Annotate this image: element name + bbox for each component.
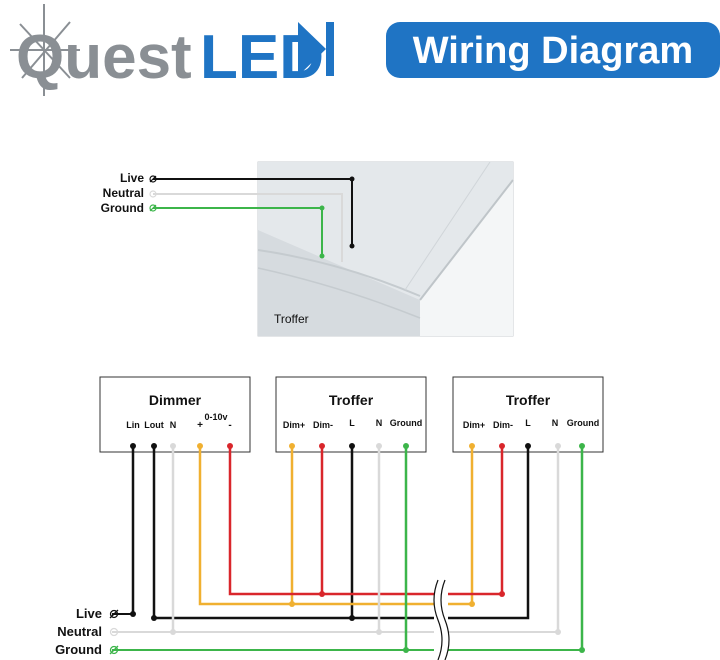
dim-plus-wire [198, 446, 474, 606]
troffer-2-terminal-n: N [552, 418, 559, 428]
top-terminal-symbols [149, 175, 157, 212]
troffer-box-1: Troffer Dim+ Dim- L N Ground [275, 376, 427, 453]
top-neutral-wire [153, 193, 343, 262]
top-diagram: Troffer Live Neutral Ground [101, 161, 514, 337]
troffer-photo-label: Troffer [274, 312, 309, 326]
troffer-1-title: Troffer [329, 392, 374, 408]
troffer-1-terminal-ground: Ground [390, 418, 423, 428]
dimmer-box: Dimmer 0-10v Lin Lout N + - [99, 376, 251, 453]
top-live-label: Live [120, 171, 144, 185]
troffer-photo: Troffer [257, 161, 514, 337]
dimmer-terminal-minus: - [228, 420, 231, 431]
page-title: Wiring Diagram [413, 30, 693, 72]
troffer-1-terminal-l: L [349, 418, 355, 428]
troffer-2-terminal-l: L [525, 418, 531, 428]
bottom-live-label: Live [76, 606, 102, 621]
bottom-neutral-label: Neutral [57, 624, 102, 639]
bottom-ground-label: Ground [55, 642, 102, 657]
switched-live-wire [152, 446, 530, 620]
dimmer-title: Dimmer [149, 392, 202, 408]
dimmer-terminal-lout: Lout [144, 420, 164, 430]
questled-logo: Quest LED [10, 4, 334, 96]
diode-icon [298, 22, 334, 76]
title-banner: Wiring Diagram [386, 22, 720, 78]
troffer-1-terminal-dim-plus: Dim+ [283, 420, 305, 430]
dimmer-terminal-lin: Lin [126, 420, 140, 430]
bottom-diagram: Dimmer 0-10v Lin Lout N + - Troffer Dim+… [55, 376, 604, 660]
troffer-1-terminal-n: N [376, 418, 383, 428]
troffer-1-terminal-dim-minus: Dim- [313, 420, 333, 430]
troffer-2-terminal-dim-minus: Dim- [493, 420, 513, 430]
top-neutral-label: Neutral [103, 186, 144, 200]
title-banner-bg [386, 22, 720, 78]
terminal-dots [130, 443, 585, 653]
wire-break-symbol [433, 579, 450, 660]
troffer-2-title: Troffer [506, 392, 551, 408]
troffer-2-terminal-ground: Ground [567, 418, 600, 428]
dim-minus-wire [228, 446, 504, 596]
dimmer-terminal-n: N [170, 420, 177, 430]
troffer-2-terminal-dim-plus: Dim+ [463, 420, 485, 430]
troffer-box-2: Troffer Dim+ Dim- L N Ground [452, 376, 604, 453]
starburst-icon [10, 4, 80, 96]
top-ground-label: Ground [101, 201, 144, 215]
dimmer-0-10v-label: 0-10v [204, 412, 227, 422]
supply-terminal-symbols [109, 609, 119, 655]
logo-quest-text: Quest [16, 23, 192, 92]
dimmer-terminal-plus: + [197, 420, 203, 431]
